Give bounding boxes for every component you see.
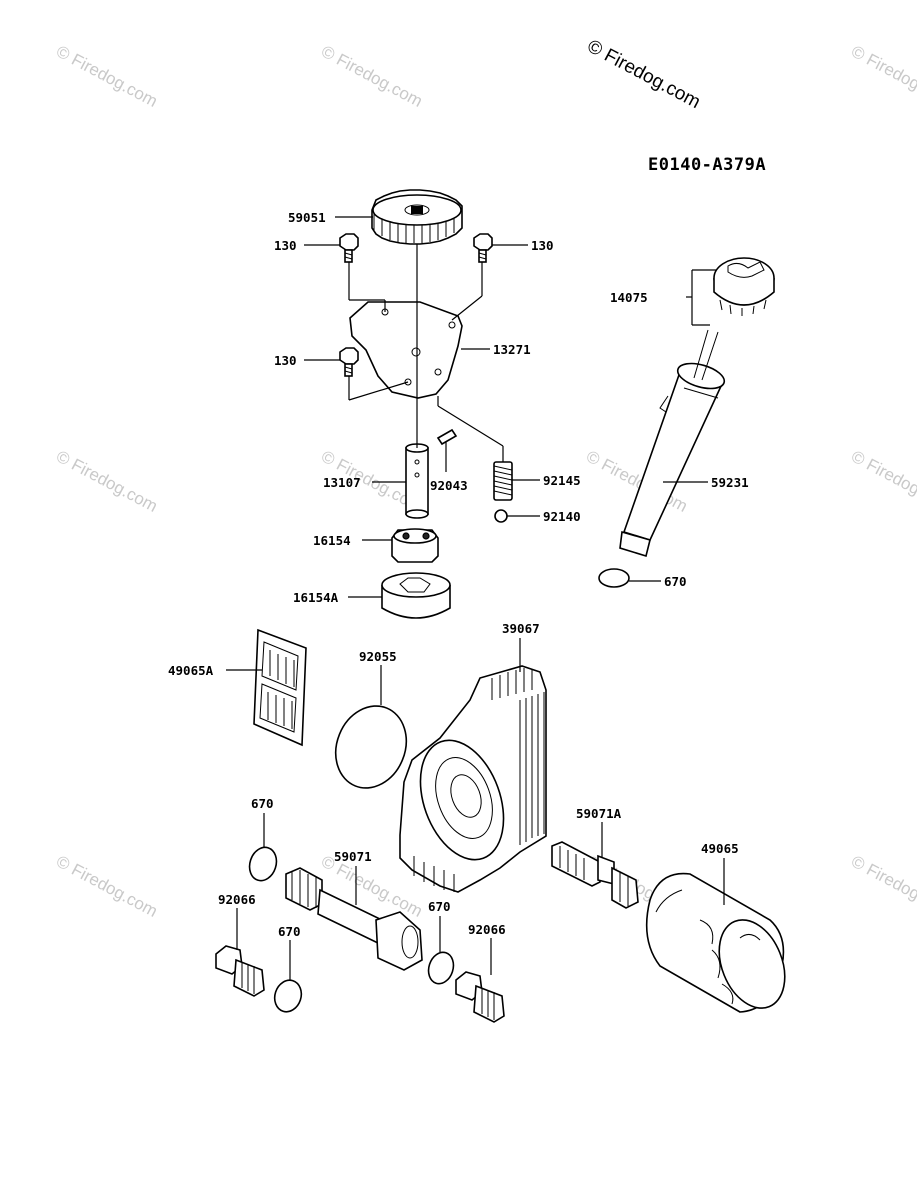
part-label: 92066 <box>218 892 256 907</box>
bolt-130 <box>339 347 359 377</box>
part-label: 39067 <box>502 621 540 636</box>
watermark-main: © Firedog.com <box>584 36 704 113</box>
o-ring-670 <box>598 568 630 588</box>
part-label: 49065 <box>701 841 739 856</box>
spring-92145 <box>493 461 513 501</box>
part-label: 670 <box>278 924 301 939</box>
part-label: 92055 <box>359 649 397 664</box>
watermark-faint: © Firedog.com <box>848 447 917 516</box>
part-label: 59071 <box>334 849 372 864</box>
part-label: 670 <box>251 796 274 811</box>
watermark-faint: © Firedog.com <box>848 42 917 111</box>
gear-59051 <box>371 189 463 245</box>
inner-rotor-16154 <box>391 528 439 563</box>
part-label: 670 <box>664 574 687 589</box>
shaft-13107 <box>405 443 429 519</box>
pipe-59071 <box>285 867 423 971</box>
part-label: 59071A <box>576 806 622 821</box>
part-label: 16154 <box>313 533 351 548</box>
part-label: 92145 <box>543 473 581 488</box>
outer-rotor-16154A <box>381 572 451 619</box>
leader-lines <box>226 216 725 980</box>
o-ring-92055 <box>334 705 408 789</box>
part-label: 92066 <box>468 922 506 937</box>
part-label: 59051 <box>288 210 326 225</box>
o-ring-670 <box>273 979 303 1013</box>
o-ring-670 <box>248 846 278 882</box>
part-label: 130 <box>531 238 554 253</box>
watermark-faint: © Firedog.com <box>53 42 161 111</box>
part-labels: 59051 130 130 14075 13271 130 13107 9204… <box>168 210 749 939</box>
dipstick-tube-59231 <box>619 362 726 558</box>
plate-13271 <box>349 301 463 399</box>
part-label: 670 <box>428 899 451 914</box>
part-label: 16154A <box>293 590 339 605</box>
part-label: 14075 <box>610 290 648 305</box>
dipstick-14075 <box>693 257 775 381</box>
part-label: 130 <box>274 353 297 368</box>
part-label: 13107 <box>323 475 361 490</box>
part-label: 59231 <box>711 475 749 490</box>
plug-92066 <box>455 971 505 1023</box>
part-label: 49065A <box>168 663 214 678</box>
oil-filter-49065 <box>645 872 786 1013</box>
bolt-130 <box>339 233 359 263</box>
part-label: 130 <box>274 238 297 253</box>
o-ring-670 <box>427 951 455 985</box>
watermark-faint: © Firedog.com <box>848 852 917 921</box>
watermark-faint: © Firedog.com <box>53 447 161 516</box>
part-label: 92043 <box>430 478 468 493</box>
pin-92043 <box>436 428 458 446</box>
ball-92140 <box>494 509 508 523</box>
watermark-faint: © Firedog.com <box>53 852 161 921</box>
part-label: 13271 <box>493 342 531 357</box>
part-label: 92140 <box>543 509 581 524</box>
watermark-faint: © Firedog.com <box>318 42 426 111</box>
fitting-59071A <box>551 841 639 909</box>
strainer-49065A <box>253 628 307 747</box>
plug-92066 <box>215 945 265 997</box>
diagram-code: E0140-A379A <box>648 155 766 175</box>
housing-39067 <box>399 665 547 893</box>
bolt-130 <box>473 233 493 263</box>
